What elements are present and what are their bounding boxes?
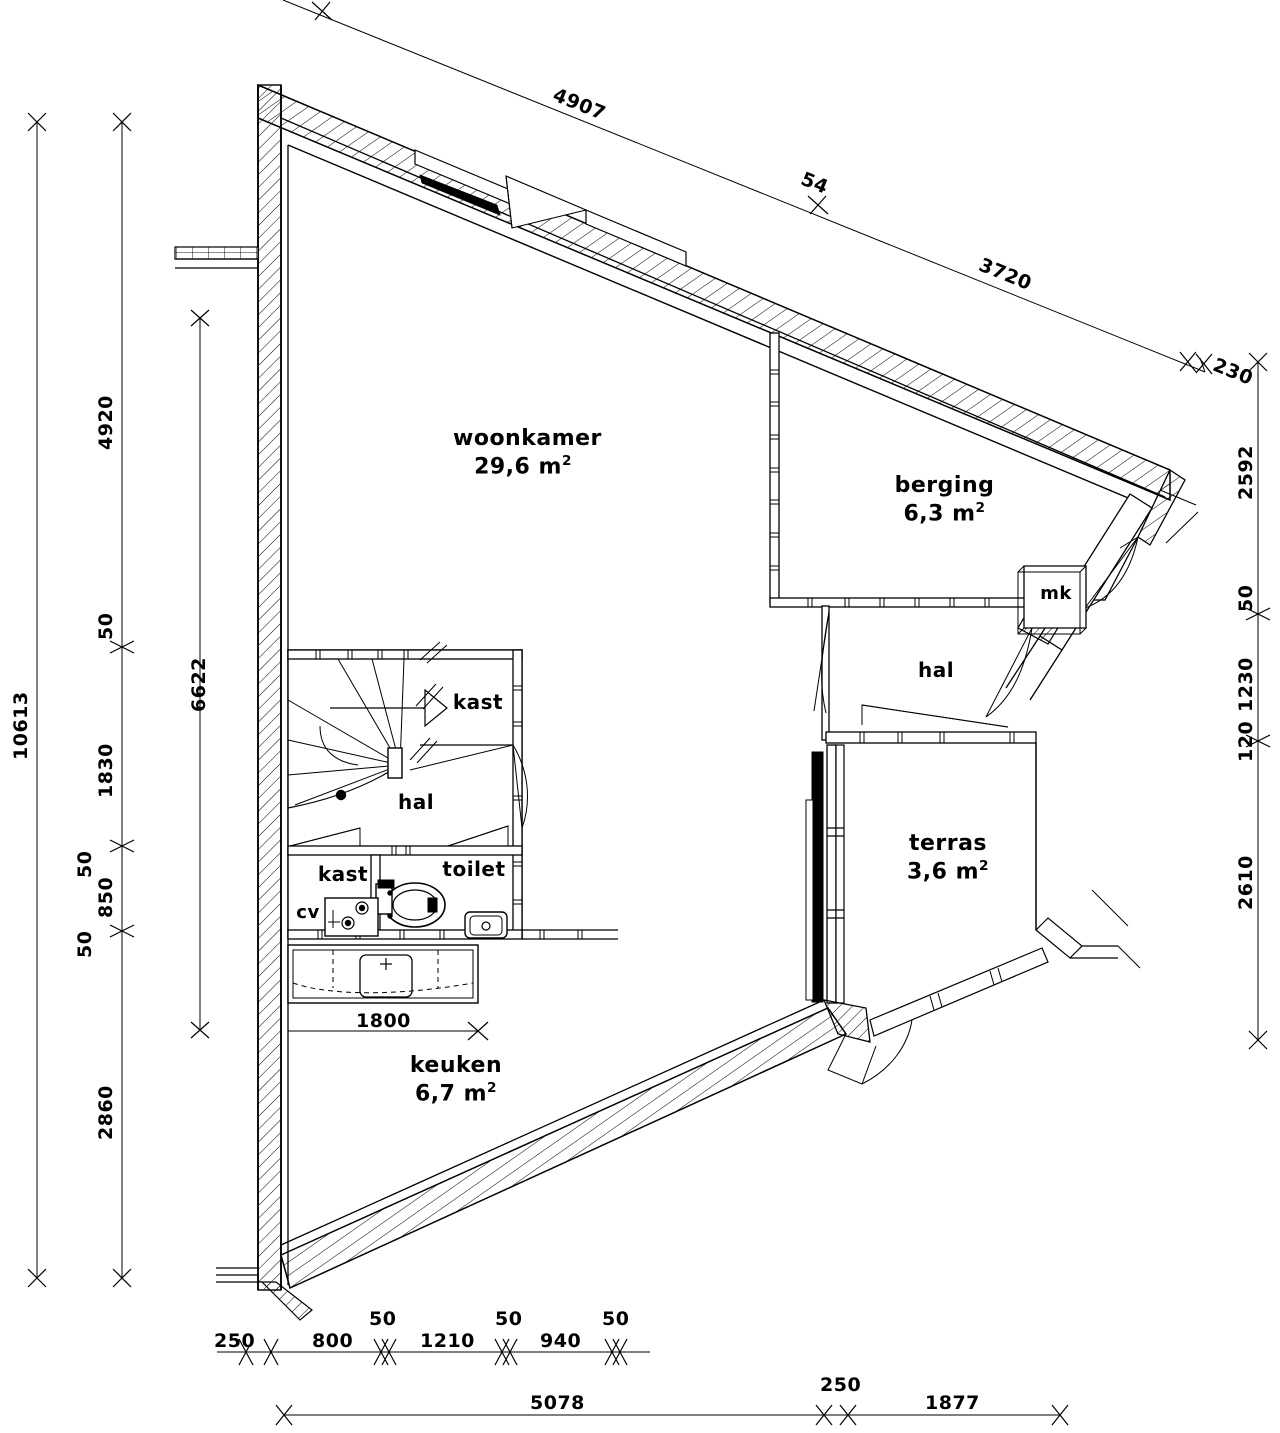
dim-interior-1800: 1800 [356,1010,411,1032]
room-name-terras: terras [908,831,988,856]
dim-left-50-b: 50 [74,850,96,878]
dim-left-50-c: 50 [74,930,96,958]
room-name-berging: berging [894,473,995,498]
room-mk-walls [1017,565,1087,635]
staircase [287,641,448,809]
room-label-hal-right: hal [905,658,967,683]
dim-right-1230: 1230 [1235,657,1257,712]
room-area-woonkamer: 29,6 m2 [474,452,572,479]
stair-hall-block [287,641,618,940]
dim-bottom-outer-1877: 1877 [925,1392,980,1414]
washbasin-fixture [464,911,508,939]
dim-bottom-50-c: 50 [602,1308,630,1330]
room-name-keuken: keuken [409,1053,503,1078]
dim-bottom-50-a: 50 [369,1308,397,1330]
dim-left-50-a: 50 [95,612,117,640]
dim-bottom-outer-5078: 5078 [530,1392,585,1414]
room-label-cv: cv [290,902,326,925]
room-name-toilet: toilet [442,857,506,881]
room-label-terras: terras 3,6 m2 [888,830,1008,885]
room-name-woonkamer: woonkamer [453,426,602,451]
room-label-hal-left: hal [385,790,447,815]
dim-bottom-1210: 1210 [420,1330,475,1352]
dim-right-2610: 2610 [1235,855,1257,910]
room-hal-right-walls [813,605,1037,744]
dim-right-2592: 2592 [1235,445,1257,500]
wall-left-exterior [257,84,289,1291]
room-label-kast-lower: kast [305,862,381,887]
room-label-kast-upper: kast [440,690,516,715]
dim-left-10613: 10613 [10,691,32,760]
wall-top-angled-exterior [257,83,1171,509]
room-area-keuken: 6,7 m2 [414,1079,498,1106]
dimension-lines [27,0,1271,1426]
wall-stub-left-upper [174,246,259,269]
dim-left-1830: 1830 [95,743,117,798]
window-top-left [414,149,588,229]
room-label-woonkamer: woonkamer 29,6 m2 [453,425,602,480]
window-top-middle [585,209,687,267]
dim-left-2860: 2860 [95,1085,117,1140]
dim-bottom-800: 800 [312,1330,354,1352]
toilet-fixture [375,879,446,928]
dim-bottom-250: 250 [214,1330,256,1352]
room-label-toilet: toilet [432,857,516,882]
room-name-kast-lower: kast [317,862,369,886]
dim-bottom-940: 940 [540,1330,582,1352]
room-name-kast-upper: kast [452,690,504,714]
dim-right-120: 120 [1235,720,1257,762]
door-swing-right-corner [1084,536,1139,609]
room-label-mk: mk [1034,583,1078,606]
dim-left-6622: 6622 [188,657,210,712]
dim-left-850: 850 [95,876,117,918]
room-area-berging: 6,3 m2 [903,499,986,526]
room-name-hal-left: hal [397,790,435,814]
room-name-mk: mk [1040,583,1072,604]
dim-bottom-outer-250: 250 [820,1374,862,1396]
wall-bottom-angled-exterior [280,947,1049,1290]
room-area-terras: 3,6 m2 [906,857,990,884]
dim-bottom-50-b: 50 [495,1308,523,1330]
room-name-cv: cv [296,902,320,923]
wall-stub-left-lower [216,1267,313,1321]
room-name-hal-right: hal [917,658,955,682]
cv-boiler-fixture [324,897,379,937]
dim-left-4920: 4920 [95,395,117,450]
room-label-berging: berging 6,3 m2 [882,472,1007,527]
dim-right-50: 50 [1235,584,1257,612]
kitchen-counter [287,944,479,1004]
room-label-keuken: keuken 6,7 m2 [396,1052,516,1107]
